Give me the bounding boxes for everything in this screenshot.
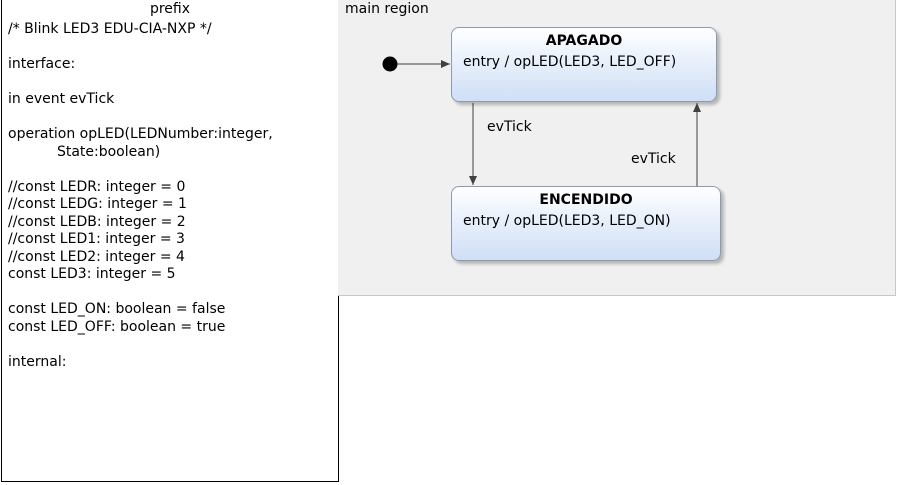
transition-label-evtick[interactable]: evTick: [487, 119, 532, 135]
spec-line: [8, 74, 273, 92]
spec-line: operation opLED(LEDNumber:integer,: [8, 126, 273, 142]
spec-line: const LED3: integer = 5: [8, 266, 176, 282]
initial-pseudostate[interactable]: [382, 56, 398, 72]
spec-line: [8, 284, 273, 302]
spec-line: [8, 336, 273, 354]
state-apagado[interactable]: APAGADO entry / opLED(LED3, LED_OFF): [451, 27, 717, 102]
state-encendido[interactable]: ENCENDIDO entry / opLED(LED3, LED_ON): [451, 186, 721, 261]
transition-layer: [382, 56, 701, 186]
spec-line: //const LED1: integer = 3: [8, 231, 185, 247]
spec-line: //const LEDR: integer = 0: [8, 178, 186, 195]
spec-line: State:boolean): [8, 143, 161, 160]
spec-line: const LED_OFF: boolean = true: [8, 318, 226, 335]
spec-line: internal:: [8, 353, 67, 370]
main-region[interactable]: main region APAGADO entry / opLED(LED3, …: [338, 0, 896, 296]
spec-line: const LED_ON: boolean = false: [8, 301, 226, 317]
spec-line: //const LED2: integer = 4: [8, 248, 185, 265]
state-name: ENCENDIDO: [539, 192, 633, 208]
spec-line: in event evTick: [8, 91, 115, 107]
specification-text[interactable]: /* Blink LED3 EDU-CIA-NXP */ interface: …: [8, 21, 273, 371]
spec-line: [8, 109, 273, 127]
state-entry-action: entry / opLED(LED3, LED_ON): [463, 213, 671, 229]
state-entry-action: entry / opLED(LED3, LED_OFF): [463, 54, 677, 70]
spec-line: [8, 39, 273, 57]
spec-line: interface:: [8, 56, 76, 72]
spec-line: [8, 161, 273, 179]
region-label: main region: [345, 1, 429, 17]
spec-line: //const LEDB: integer = 2: [8, 213, 186, 230]
panel-title: prefix: [149, 1, 191, 17]
spec-line: //const LEDG: integer = 1: [8, 196, 187, 212]
definition-panel: prefix /* Blink LED3 EDU-CIA-NXP */ inte…: [1, 0, 339, 482]
spec-line: /* Blink LED3 EDU-CIA-NXP */: [8, 21, 212, 37]
state-name: APAGADO: [545, 33, 623, 49]
transition-label-evtick[interactable]: evTick: [631, 151, 676, 167]
